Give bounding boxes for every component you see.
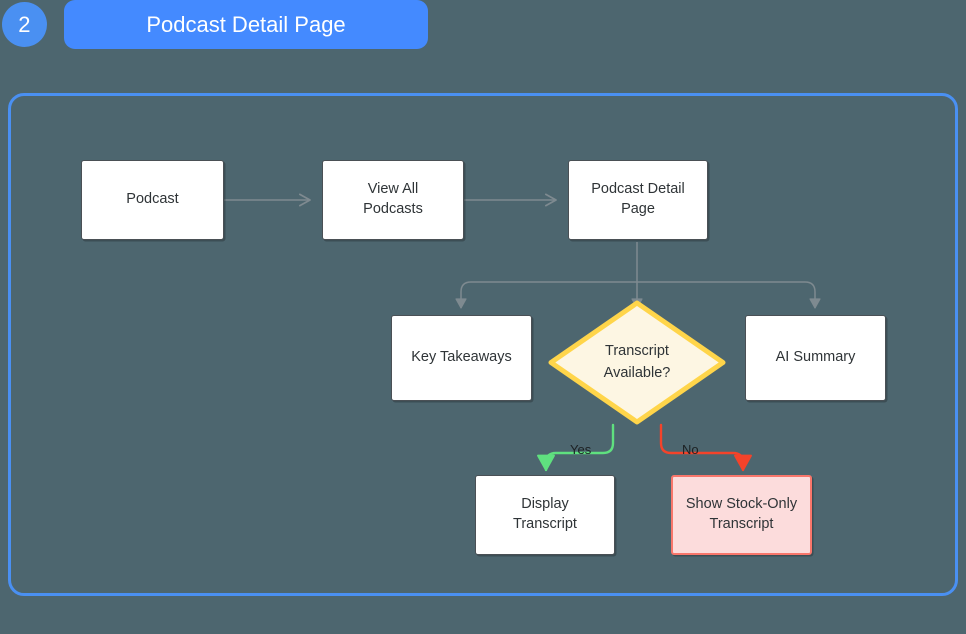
node-decision-label: Transcript Available? xyxy=(603,342,671,381)
node-key-takeaways[interactable]: Key Takeaways xyxy=(391,315,532,401)
node-show-stock-only-transcript[interactable]: Show Stock-Only Transcript xyxy=(671,475,812,555)
edge-label-yes: Yes xyxy=(570,442,592,457)
diamond-shape xyxy=(548,300,726,425)
flowchart-container xyxy=(8,93,958,596)
node-podcast[interactable]: Podcast xyxy=(81,160,224,240)
node-ai-summary[interactable]: AI Summary xyxy=(745,315,886,401)
step-number-badge: 2 xyxy=(2,2,47,47)
node-podcast-label: Podcast xyxy=(126,191,179,208)
node-decision-transcript-available[interactable]: Transcript Available? xyxy=(548,300,726,425)
node-view-all-podcasts-label: View All Podcasts xyxy=(363,181,423,217)
node-display-transcript[interactable]: Display Transcript xyxy=(475,475,615,555)
node-ai-summary-label: AI Summary xyxy=(775,349,856,366)
page-title: Podcast Detail Page xyxy=(64,0,428,49)
node-podcast-detail-page-label: Podcast Detail Page xyxy=(591,181,685,217)
node-view-all-podcasts[interactable]: View All Podcasts xyxy=(322,160,464,240)
edge-label-no: No xyxy=(682,442,699,457)
node-show-stock-only-transcript-label: Show Stock-Only Transcript xyxy=(685,496,798,532)
node-display-transcript-label: Display Transcript xyxy=(513,496,577,532)
node-podcast-detail-page[interactable]: Podcast Detail Page xyxy=(568,160,708,240)
node-key-takeaways-label: Key Takeaways xyxy=(411,349,512,366)
diagram-header: 2 Podcast Detail Page xyxy=(0,0,966,52)
